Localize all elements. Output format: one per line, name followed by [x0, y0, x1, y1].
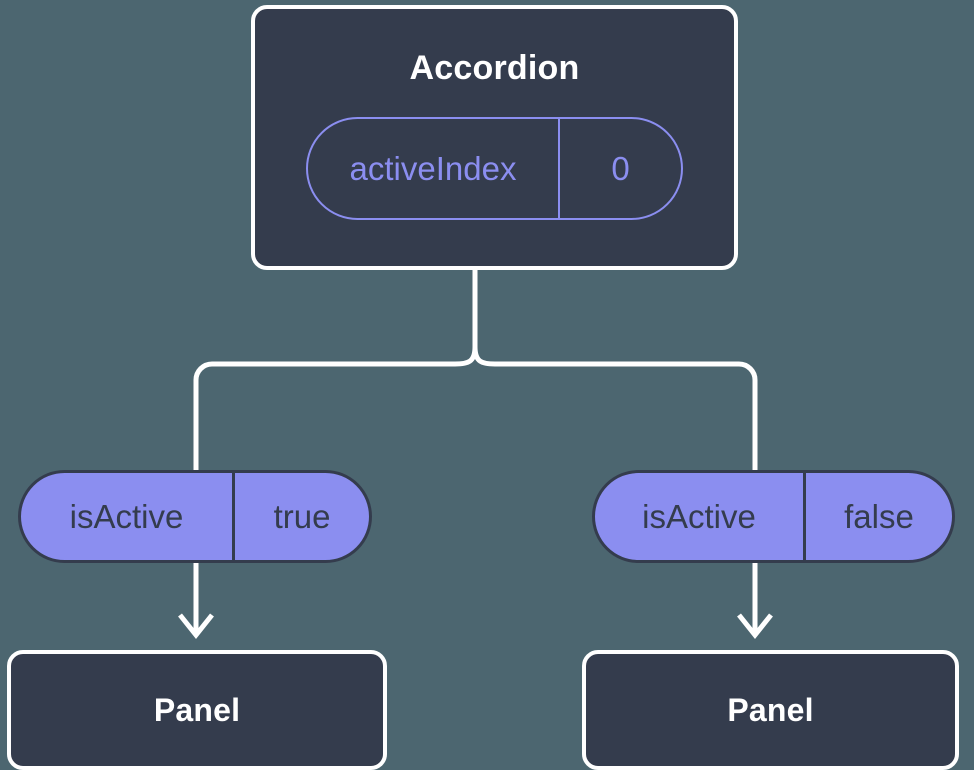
panel-node-left-label: Panel [153, 692, 241, 728]
arrowhead-right-icon [737, 613, 773, 640]
state-pill-key: activeIndex [308, 119, 560, 218]
state-pill-value: 0 [611, 150, 630, 187]
prop-pill-is-active-false[interactable]: isActive false [592, 470, 955, 563]
prop-pill-value: false [844, 498, 914, 535]
prop-pill-key: isActive [595, 473, 806, 560]
state-pill-active-index[interactable]: activeIndex 0 [306, 117, 683, 220]
accordion-node-label: Accordion [409, 49, 580, 87]
arrowhead-left-icon [178, 613, 214, 640]
connector-branch-left [193, 361, 213, 470]
connector-branch-right [738, 361, 758, 470]
panel-node-right-label: Panel [727, 692, 814, 728]
prop-pill-value: true [273, 498, 331, 535]
prop-pill-is-active-true[interactable]: isActive true [18, 470, 372, 563]
connector-junction-left [212, 346, 478, 367]
panel-node-right[interactable]: Panel [582, 650, 959, 770]
prop-pill-key: isActive [21, 473, 235, 560]
panel-node-left[interactable]: Panel [7, 650, 387, 770]
connector-junction-right [472, 346, 739, 367]
